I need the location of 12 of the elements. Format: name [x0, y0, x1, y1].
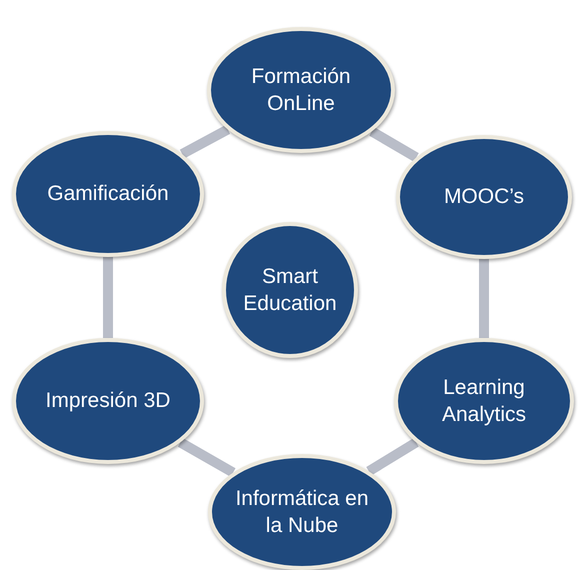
connector-line — [479, 259, 489, 338]
connector-line — [103, 257, 113, 338]
node-label: Informática en la Nube — [234, 486, 370, 539]
node-label: Impresión 3D — [46, 388, 170, 414]
node-label: Formación OnLine — [250, 64, 352, 117]
node-label: Smart Education — [242, 264, 338, 317]
connector-line — [180, 125, 230, 158]
connector-line — [178, 438, 236, 477]
node-label: Gamificación — [47, 181, 169, 208]
node-label: Learning Analytics — [440, 374, 528, 428]
connector-line — [366, 438, 419, 476]
node-label: MOOC’s — [444, 184, 524, 210]
